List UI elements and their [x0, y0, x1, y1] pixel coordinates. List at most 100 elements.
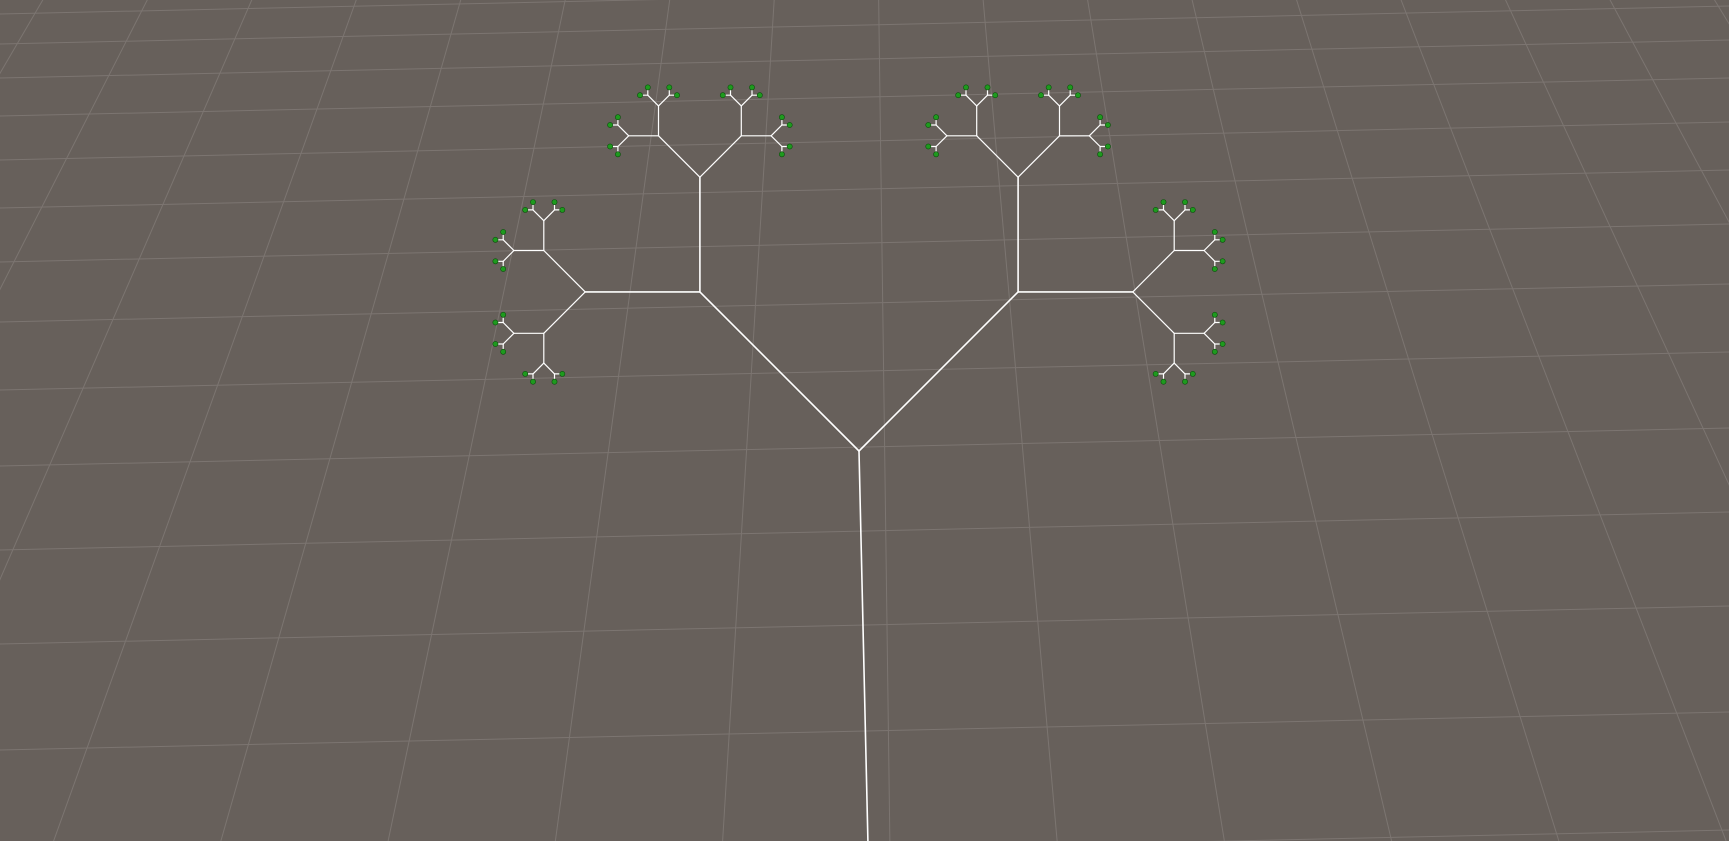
branch-segment — [1162, 362, 1175, 375]
grid-line — [982, 0, 1058, 841]
green-sphere-icon — [551, 199, 558, 205]
green-sphere-icon — [1219, 258, 1226, 265]
grid-line — [53, 0, 357, 841]
branch-segment — [1132, 249, 1175, 293]
branch-segment — [770, 124, 783, 137]
green-sphere-icon — [522, 370, 529, 377]
green-sphere-icon — [955, 92, 962, 99]
grid-line — [1191, 0, 1393, 841]
grid-line — [0, 0, 660, 15]
branch-segment — [502, 239, 515, 252]
branch-segment — [543, 291, 586, 334]
branch-segment — [729, 94, 742, 107]
grid-line — [554, 0, 671, 841]
green-sphere-icon — [1097, 151, 1103, 158]
green-sphere-icon — [500, 266, 507, 272]
green-sphere-icon — [1038, 92, 1044, 99]
branch-segment — [1088, 124, 1101, 137]
grid-line — [1296, 0, 1560, 841]
branch-segment — [1203, 249, 1216, 262]
grid-line — [0, 711, 1729, 751]
grid-line — [0, 351, 1729, 391]
green-sphere-icon — [615, 114, 621, 121]
branch-segment — [502, 321, 515, 334]
branch-segment — [1132, 291, 1175, 334]
green-sphere-icon — [1219, 236, 1226, 243]
green-sphere-icon — [1045, 84, 1052, 91]
green-sphere-icon — [779, 151, 785, 158]
green-sphere-icon — [1152, 206, 1159, 213]
branch-segment — [976, 94, 989, 107]
branch-segment — [1173, 209, 1186, 222]
branch-segment — [657, 94, 670, 107]
green-sphere-icon — [551, 378, 558, 385]
green-sphere-icon — [1211, 348, 1218, 355]
green-sphere-icon — [637, 92, 643, 99]
branch-segment — [770, 135, 783, 148]
green-sphere-icon — [925, 122, 932, 128]
branch-segment — [699, 135, 742, 178]
green-sphere-icon — [492, 258, 499, 265]
green-sphere-icon — [786, 122, 793, 128]
branch-segment — [532, 362, 545, 375]
branch-segment — [965, 94, 978, 107]
branch-segment — [858, 291, 1019, 452]
grid-line — [0, 283, 1729, 323]
branch-segment — [1017, 135, 1061, 178]
branch-segment — [532, 209, 545, 222]
green-sphere-icon — [1211, 229, 1218, 235]
green-sphere-icon — [1219, 319, 1226, 326]
green-sphere-icon — [1211, 311, 1218, 318]
green-sphere-icon — [1189, 370, 1196, 377]
branch-segment — [1048, 94, 1061, 107]
green-sphere-icon — [530, 378, 536, 385]
grid-line — [0, 121, 1729, 161]
grid-line — [0, 223, 1729, 263]
branch-segment — [1203, 332, 1216, 345]
branch-segment — [1162, 209, 1175, 222]
branch-segment — [502, 249, 515, 262]
green-sphere-icon — [530, 199, 536, 205]
branch-segment — [1203, 321, 1216, 334]
grid-line — [1400, 0, 1727, 841]
grid-line — [0, 77, 1729, 117]
branch-segment — [740, 94, 753, 107]
grid-line — [1609, 0, 1729, 224]
green-sphere-icon — [1067, 84, 1074, 91]
green-sphere-icon — [984, 84, 991, 91]
green-sphere-icon — [559, 206, 566, 213]
green-sphere-icon — [1182, 378, 1188, 385]
green-sphere-icon — [749, 84, 755, 91]
branch-segment — [699, 291, 860, 452]
grid-line — [387, 0, 566, 841]
grid-line — [0, 0, 253, 581]
green-sphere-icon — [500, 348, 507, 355]
green-sphere-icon — [1160, 199, 1167, 205]
green-sphere-icon — [1219, 341, 1226, 347]
green-sphere-icon — [615, 151, 621, 158]
green-sphere-icon — [786, 143, 793, 150]
green-sphere-icon — [492, 236, 499, 243]
branch-segment — [1203, 239, 1216, 252]
branch-segment — [858, 450, 869, 841]
green-sphere-icon — [666, 84, 673, 91]
green-sphere-icon — [492, 341, 499, 347]
grid-line — [220, 0, 462, 841]
green-sphere-icon — [963, 84, 969, 91]
branch-segment — [1173, 362, 1186, 375]
branch-segment — [502, 332, 515, 345]
branch-segment — [543, 362, 556, 375]
grid-line — [0, 169, 1729, 209]
green-sphere-icon — [1075, 92, 1081, 99]
branch-segment — [1088, 135, 1101, 148]
grid-line — [878, 0, 891, 841]
green-sphere-icon — [559, 370, 566, 377]
grid-line — [1505, 0, 1729, 486]
green-sphere-icon — [992, 92, 999, 99]
branch-segment — [657, 135, 701, 178]
green-sphere-icon — [1152, 370, 1159, 377]
grid-line — [0, 511, 1729, 551]
green-sphere-icon — [719, 92, 726, 99]
